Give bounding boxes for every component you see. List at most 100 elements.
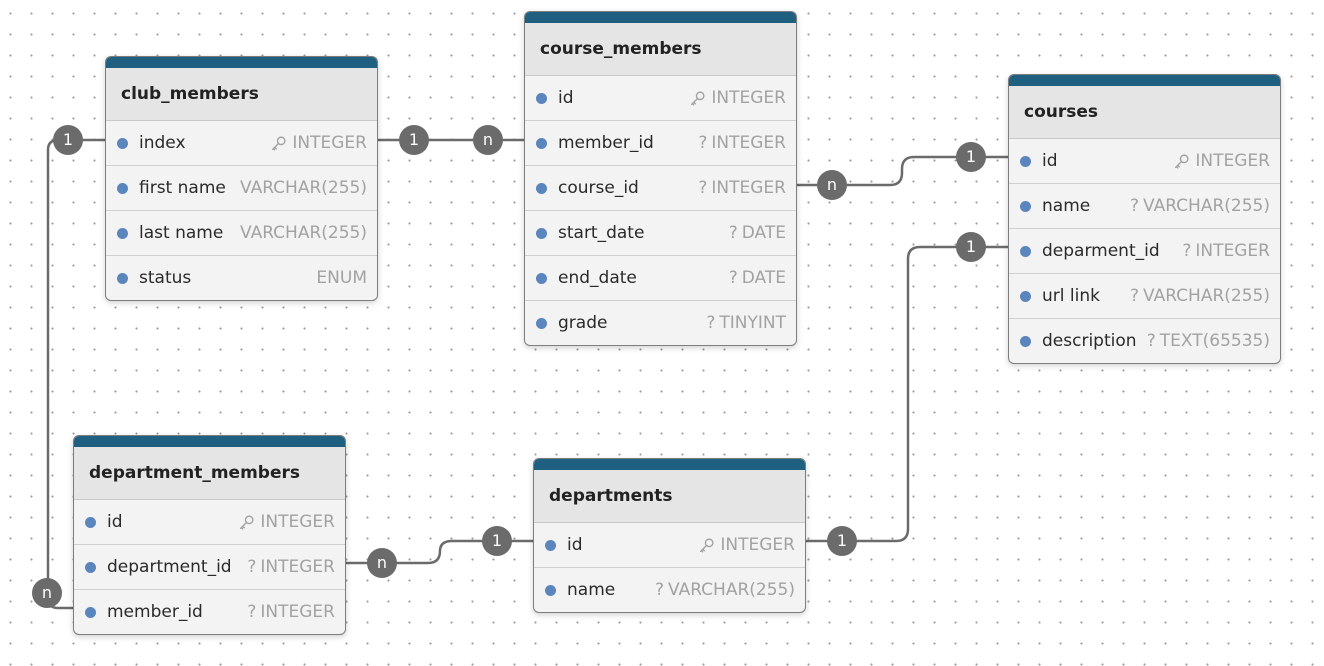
nullable-marker: ?: [728, 223, 738, 243]
field-dot-icon: [117, 227, 128, 239]
cardinality-badge: 1: [399, 125, 429, 155]
table-title: courses: [1009, 86, 1280, 139]
cardinality-badge: 1: [482, 526, 512, 556]
field-type-label: INTEGER: [711, 178, 786, 198]
field-type: ?INTEGER: [247, 557, 345, 577]
field-row[interactable]: name?VARCHAR(255): [1009, 184, 1280, 229]
field-dot-icon: [1020, 155, 1031, 167]
field-type-label: TEXT(65535): [1159, 331, 1270, 351]
table-header-bar: [106, 57, 377, 68]
nullable-marker: ?: [698, 178, 708, 198]
field-name: name: [567, 580, 616, 600]
nullable-marker: ?: [706, 313, 716, 333]
field-name: index: [139, 133, 186, 153]
field-dot-icon: [536, 137, 547, 149]
field-row[interactable]: department_id?INTEGER: [74, 545, 345, 590]
field-row[interactable]: start_date?DATE: [525, 211, 796, 256]
field-row[interactable]: end_date?DATE: [525, 256, 796, 301]
nullable-marker: ?: [247, 602, 257, 622]
field-type: ENUM: [316, 268, 377, 288]
field-type-label: TINYINT: [719, 313, 786, 333]
field-row[interactable]: index INTEGER: [106, 121, 377, 166]
table-header-bar: [525, 12, 796, 23]
field-row[interactable]: id INTEGER: [534, 523, 805, 568]
field-type: INTEGER: [238, 512, 345, 532]
field-type: ?INTEGER: [698, 133, 796, 153]
field-row[interactable]: member_id?INTEGER: [525, 121, 796, 166]
field-row[interactable]: url link ?VARCHAR(255): [1009, 274, 1280, 319]
field-dot-icon: [536, 317, 547, 329]
field-type-label: INTEGER: [260, 602, 335, 622]
field-row[interactable]: id INTEGER: [74, 500, 345, 545]
field-type-label: INTEGER: [711, 133, 786, 153]
field-type-label: VARCHAR(255): [240, 178, 367, 198]
key-icon: [270, 135, 292, 152]
field-dot-icon: [117, 272, 128, 284]
table-title: department_members: [74, 447, 345, 500]
table-title: club_members: [106, 68, 377, 121]
key-icon: [238, 514, 260, 531]
field-type-label: VARCHAR(255): [1143, 196, 1270, 216]
field-type: INTEGER: [689, 88, 796, 108]
field-dot-icon: [85, 606, 96, 618]
field-type: INTEGER: [270, 133, 377, 153]
field-row[interactable]: description?TEXT(65535): [1009, 319, 1280, 363]
nullable-marker: ?: [728, 268, 738, 288]
field-row[interactable]: last name VARCHAR(255): [106, 211, 377, 256]
field-name: last name: [139, 223, 224, 243]
nullable-marker: ?: [247, 557, 257, 577]
field-dot-icon: [85, 561, 96, 573]
table-header-bar: [74, 436, 345, 447]
link-course-members-courses: [797, 155, 1010, 187]
field-row[interactable]: deparment_id?INTEGER: [1009, 229, 1280, 274]
field-type: ?VARCHAR(255): [1130, 286, 1280, 306]
field-type: ?INTEGER: [1182, 241, 1280, 261]
field-dot-icon: [536, 92, 547, 104]
field-row[interactable]: grade?TINYINT: [525, 301, 796, 345]
field-dot-icon: [85, 516, 96, 528]
field-name: member_id: [558, 133, 654, 153]
field-name: grade: [558, 313, 608, 333]
field-row[interactable]: name ?VARCHAR(255): [534, 568, 805, 612]
field-type: ?TINYINT: [706, 313, 796, 333]
table-header-bar: [534, 459, 805, 470]
field-type: ?VARCHAR(255): [655, 580, 805, 600]
field-type: ?INTEGER: [247, 602, 345, 622]
field-dot-icon: [1020, 335, 1031, 347]
field-name: id: [107, 512, 123, 532]
field-row[interactable]: member_id?INTEGER: [74, 590, 345, 634]
field-type: ?VARCHAR(255): [1130, 196, 1280, 216]
field-list: id INTEGER name ?VARCHAR(255): [534, 523, 805, 612]
field-name: url link: [1042, 286, 1100, 306]
link-department-members-departments: [346, 539, 535, 565]
field-type-label: VARCHAR(255): [668, 580, 795, 600]
field-type: VARCHAR(255): [240, 223, 377, 243]
field-type: VARCHAR(255): [240, 178, 377, 198]
field-row[interactable]: course_id?INTEGER: [525, 166, 796, 211]
field-dot-icon: [545, 584, 556, 596]
cardinality-badge: n: [473, 125, 503, 155]
field-name: id: [567, 535, 583, 555]
field-type-label: INTEGER: [260, 512, 335, 532]
field-dot-icon: [536, 182, 547, 194]
field-type: INTEGER: [698, 535, 805, 555]
field-name: start_date: [558, 223, 645, 243]
field-name: department_id: [107, 557, 232, 577]
field-type-label: INTEGER: [260, 557, 335, 577]
nullable-marker: ?: [1130, 196, 1140, 216]
field-dot-icon: [536, 227, 547, 239]
field-type-label: ENUM: [316, 268, 367, 288]
nullable-marker: ?: [698, 133, 708, 153]
